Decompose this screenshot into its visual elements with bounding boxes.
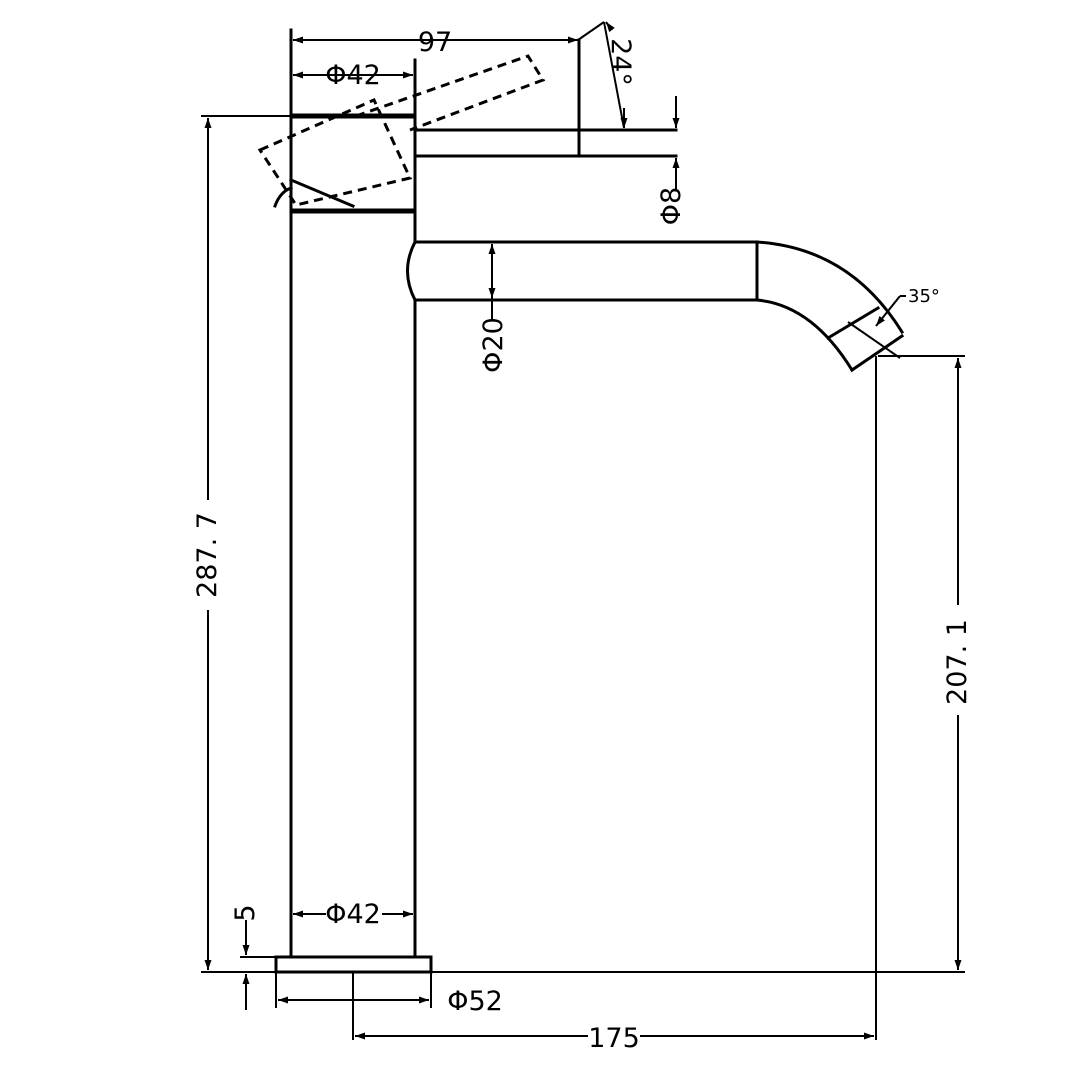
dim-outlet-height: 207. 1 <box>942 619 973 705</box>
spout-outer-curve <box>755 240 905 335</box>
base-plate <box>274 955 433 974</box>
lever-alt-positions <box>257 54 546 214</box>
dim-stem-diameter: Φ8 <box>656 187 687 225</box>
faucet-outline <box>273 28 905 974</box>
dim-body-diameter: Φ42 <box>325 899 381 930</box>
lever-lower-edge <box>289 178 355 208</box>
dim-base-diameter: Φ52 <box>447 986 503 1017</box>
spout-root-curve <box>406 239 418 303</box>
dim-lever-angle: 24° <box>605 38 636 86</box>
dim-spout-diameter: Φ20 <box>478 317 509 373</box>
dim-spout-reach: 175 <box>588 1023 640 1054</box>
lever-pivot-arc <box>273 186 293 208</box>
lever-raised-outline <box>355 54 546 132</box>
spout-inner-curve <box>755 298 855 373</box>
dim-overall-height: 287. 7 <box>192 512 223 598</box>
dim-handle-diameter: Φ42 <box>325 60 381 91</box>
dimension-lines: 97 Φ42 24° Φ8 Φ20 35° 287. 7 207. 1 <box>192 21 973 1054</box>
spout-tip-joint <box>825 305 881 341</box>
dim-handle-reach: 97 <box>418 27 452 58</box>
dim-base-thickness: 5 <box>230 904 261 921</box>
spout-outlet <box>849 333 905 373</box>
lever-rotated-outline <box>257 98 413 207</box>
dim-spout-tip-angle: 35° <box>908 286 940 307</box>
